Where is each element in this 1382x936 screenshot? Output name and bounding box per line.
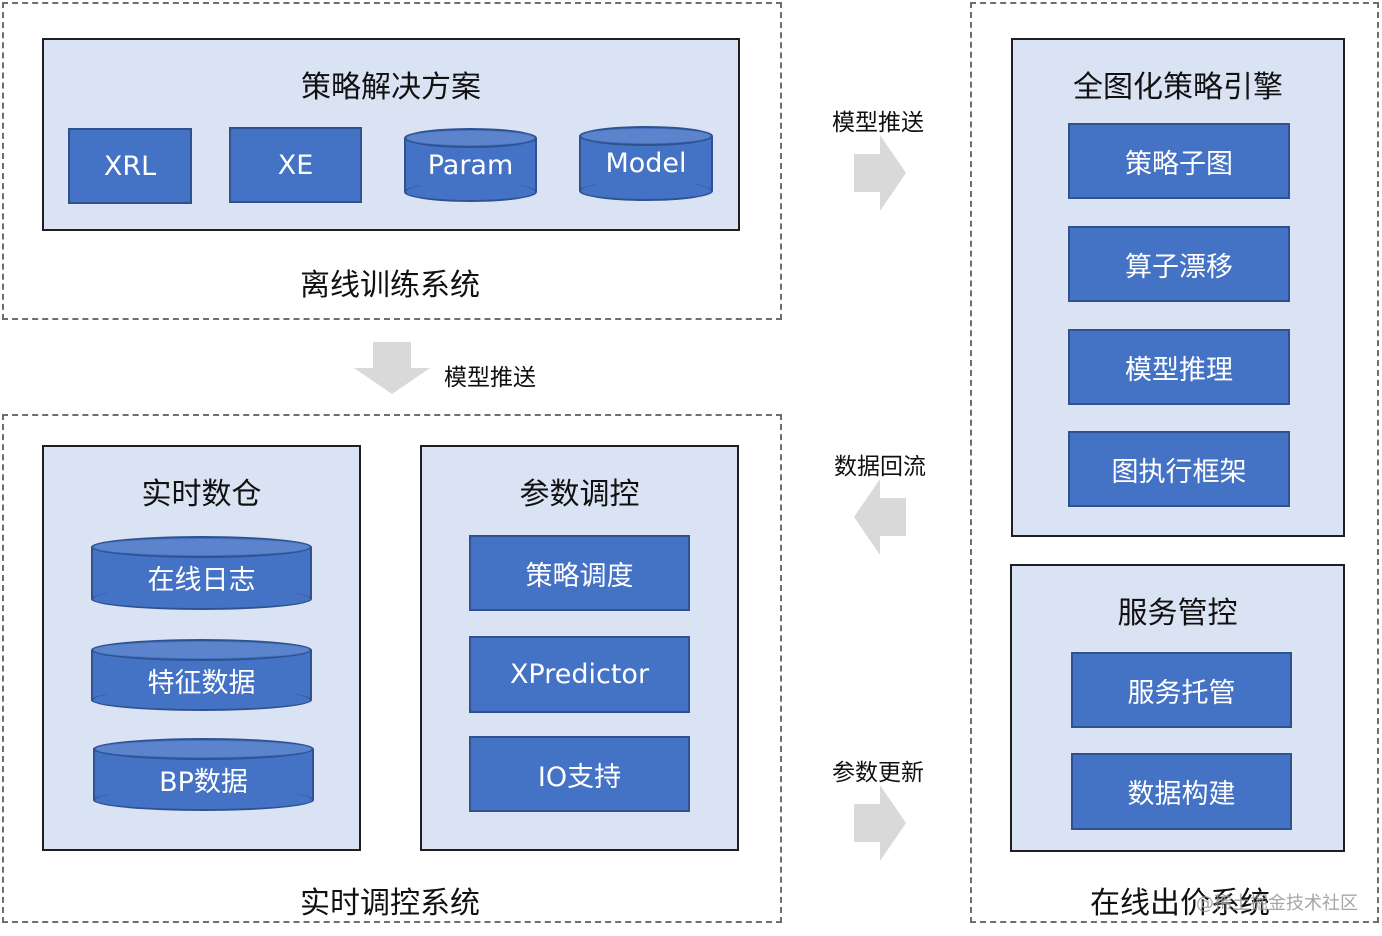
model-inference-box: 模型推理 (1068, 329, 1290, 405)
left-arrow-icon (854, 479, 906, 555)
offline-system-label: 离线训练系统 (300, 268, 480, 303)
online-system-container (970, 2, 1379, 923)
offline-system-container (2, 2, 782, 320)
feature-data-database: 特征数据 (91, 639, 312, 711)
realtime-system-container (2, 414, 782, 923)
online-log-database: 在线日志 (91, 536, 312, 610)
right-arrow-icon (854, 785, 906, 861)
watermark: @稀土掘金技术社区 (1196, 893, 1358, 914)
service-control-title: 服务管控 (1117, 596, 1238, 631)
param-database: Param (404, 128, 537, 202)
data-backflow-label: 数据回流 (834, 454, 926, 480)
feature-data-label: 特征数据 (147, 668, 256, 699)
strategy-solution-title: 策略解决方案 (301, 70, 481, 105)
operator-drift-box: 算子漂移 (1068, 226, 1290, 302)
right-arrow-icon (854, 135, 906, 211)
graph-engine-title: 全图化策略引擎 (1073, 70, 1283, 105)
model-database: Model (579, 126, 713, 201)
param-control-title: 参数调控 (519, 477, 640, 512)
param-update-label: 参数更新 (832, 760, 924, 786)
strategy-subgraph-box: 策略子图 (1068, 123, 1290, 199)
graph-execution-framework-box: 图执行框架 (1068, 431, 1290, 507)
bp-data-label: BP数据 (159, 767, 248, 798)
service-hosting-box: 服务托管 (1071, 652, 1292, 728)
bp-data-database: BP数据 (93, 738, 314, 811)
param-label: Param (427, 150, 514, 181)
model-label: Model (605, 148, 687, 179)
xe-box: XE (229, 127, 362, 203)
xrl-box: XRL (68, 128, 192, 204)
model-push-down-label: 模型推送 (444, 365, 536, 391)
online-system-label: 在线出价系统 (1090, 886, 1270, 921)
strategy-scheduling-box: 策略调度 (469, 535, 690, 611)
model-push-right-label: 模型推送 (832, 110, 924, 136)
realtime-system-label: 实时调控系统 (300, 886, 480, 921)
xpredictor-box: XPredictor (469, 636, 690, 713)
down-arrow-icon (354, 342, 430, 394)
data-construction-box: 数据构建 (1071, 753, 1292, 830)
online-log-label: 在线日志 (147, 565, 256, 596)
io-support-box: IO支持 (469, 736, 690, 812)
realtime-warehouse-title: 实时数仓 (141, 477, 262, 512)
